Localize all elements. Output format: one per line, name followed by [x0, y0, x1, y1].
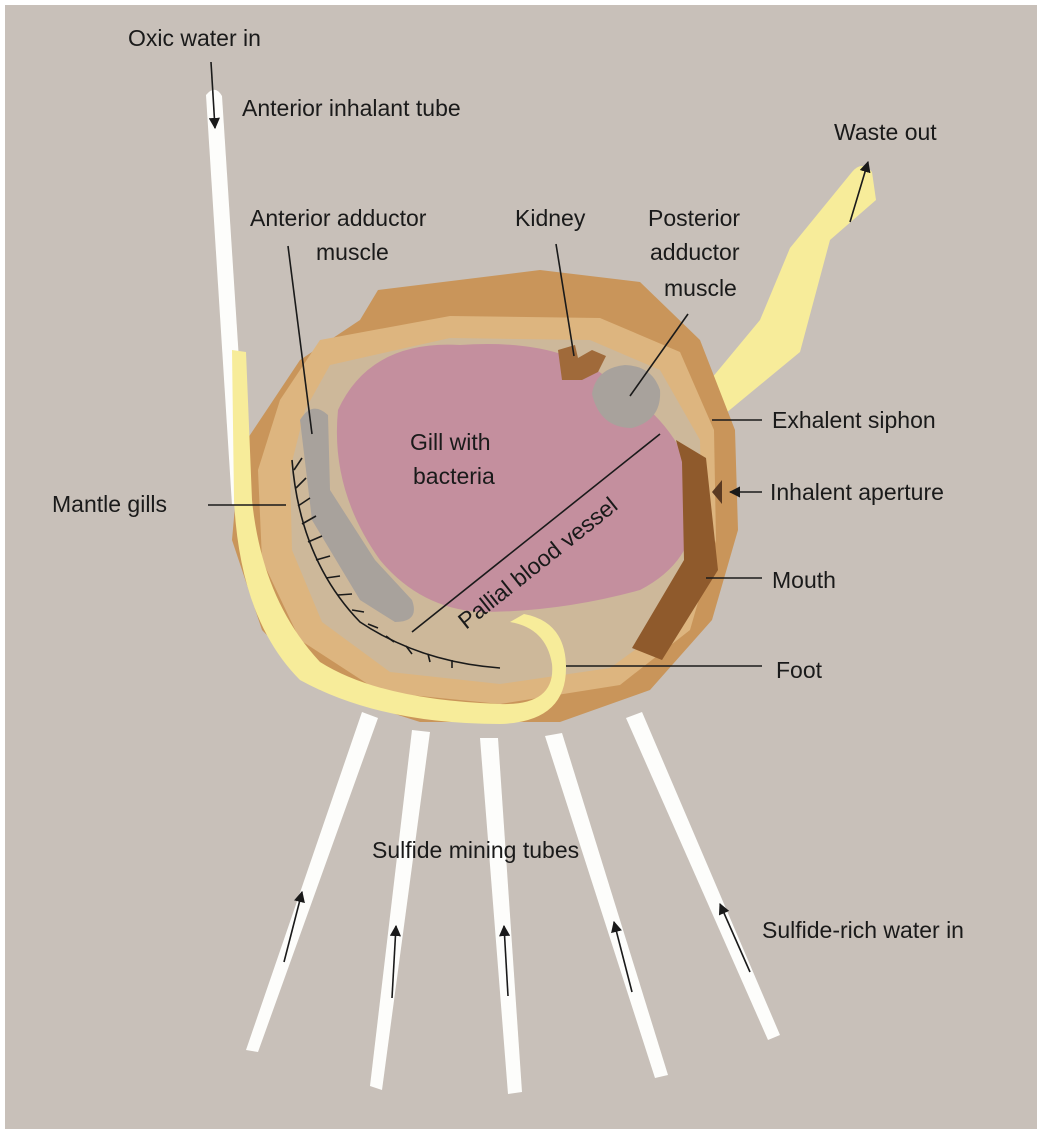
- label-gill-with-bacteria-2: bacteria: [413, 463, 495, 489]
- label-mantle-gills: Mantle gills: [52, 491, 167, 517]
- label-posterior-adductor-1: Posterior: [648, 205, 740, 231]
- label-anterior-inhalant-tube: Anterior inhalant tube: [242, 95, 461, 121]
- label-inhalent-aperture: Inhalent aperture: [770, 479, 944, 505]
- label-mouth: Mouth: [772, 567, 836, 593]
- label-posterior-adductor-2: adductor: [650, 239, 740, 265]
- label-waste-out: Waste out: [834, 119, 937, 145]
- label-foot: Foot: [776, 657, 823, 683]
- label-exhalent-siphon: Exhalent siphon: [772, 407, 936, 433]
- label-posterior-adductor-3: muscle: [664, 275, 737, 301]
- label-anterior-adductor-1: Anterior adductor: [250, 205, 427, 231]
- label-kidney: Kidney: [515, 205, 586, 231]
- label-gill-with-bacteria-1: Gill with: [410, 429, 491, 455]
- label-anterior-adductor-2: muscle: [316, 239, 389, 265]
- label-sulfide-mining-tubes: Sulfide mining tubes: [372, 837, 579, 863]
- label-sulfide-rich-water-in: Sulfide-rich water in: [762, 917, 964, 943]
- label-oxic-water-in: Oxic water in: [128, 25, 261, 51]
- mantle-gills-fringe: [338, 594, 352, 595]
